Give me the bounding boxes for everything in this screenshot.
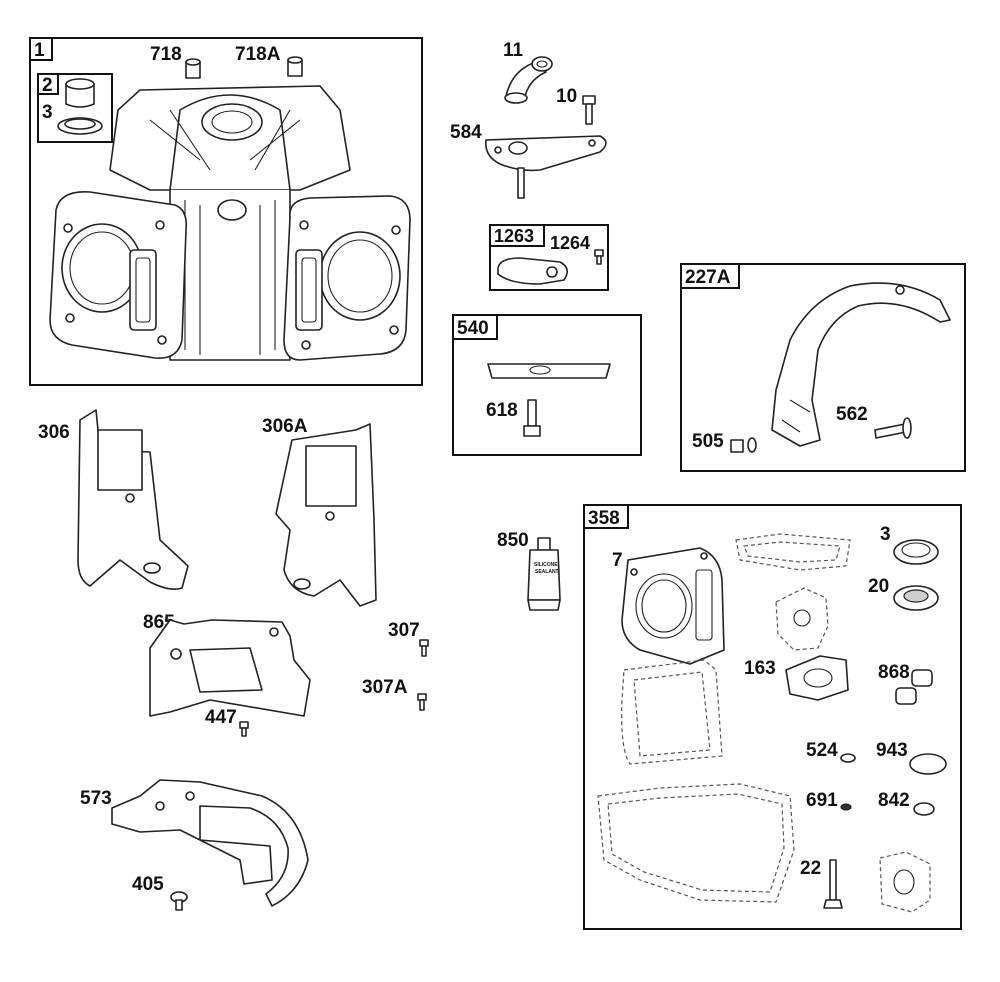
group-227a: 227A 505 562 (680, 263, 966, 472)
label-306a: 306A (262, 416, 308, 437)
screw-part-1264 (594, 249, 604, 265)
label-306: 306 (38, 422, 70, 443)
label-842: 842 (878, 790, 910, 811)
label-1264: 1264 (550, 233, 590, 253)
ring-part-943 (909, 753, 947, 775)
label-307: 307 (388, 620, 420, 641)
intake-gasket-outline (775, 587, 829, 651)
nut-part-505 (730, 437, 757, 453)
label-11: 11 (503, 40, 524, 61)
bolt-part-562 (874, 417, 912, 439)
label-20: 20 (868, 576, 889, 597)
gasket-part-540 (487, 363, 611, 379)
dowel-pin-718 (185, 58, 201, 79)
seal-part-3 (893, 539, 939, 565)
label-868: 868 (878, 662, 910, 683)
bolt-part-22 (823, 859, 843, 909)
tag-227a: 227A (685, 267, 731, 288)
tube-text-line2: SEALANT (535, 569, 559, 575)
cylinder-block-part (49, 85, 411, 361)
head-gasket-part-7 (621, 547, 725, 665)
label-718: 718 (150, 44, 182, 65)
label-7: 7 (612, 550, 623, 571)
screw-part-447 (239, 721, 249, 737)
shroud-part-306a (275, 423, 377, 607)
label-3-top: 3 (42, 102, 53, 123)
ring-part-691 (840, 803, 852, 811)
tag-358: 358 (588, 508, 620, 529)
tag-1: 1 (34, 40, 45, 61)
label-573: 573 (80, 788, 112, 809)
label-718a: 718A (235, 44, 281, 65)
guard-part-573 (111, 779, 309, 907)
tag-540: 540 (457, 318, 489, 339)
label-2: 2 (42, 75, 53, 96)
seal-part-20 (893, 585, 939, 611)
label-307a: 307A (362, 677, 408, 698)
screw-part-307a (417, 693, 427, 711)
label-943: 943 (876, 740, 908, 761)
label-3-set: 3 (880, 524, 891, 545)
plate-part-1263 (497, 257, 568, 285)
group-358-gasket-set: 358 7 3 20 163 (583, 504, 962, 930)
label-562: 562 (836, 404, 868, 425)
screw-part-618 (523, 399, 541, 437)
bracket-part-584 (484, 135, 607, 199)
sump-gasket-outline (597, 783, 795, 903)
gasket-outline-part (735, 533, 851, 571)
shroud-part-306 (77, 409, 189, 590)
seal-part-868 (895, 669, 933, 705)
label-584: 584 (450, 122, 482, 143)
label-163: 163 (744, 658, 776, 679)
label-618: 618 (486, 400, 518, 421)
sealant-tube-part-850: SILICONE SEALANT (527, 537, 561, 611)
screw-part-10 (582, 95, 596, 125)
label-447: 447 (205, 707, 237, 728)
ring-part-842 (913, 802, 935, 816)
dowel-pin-718a (287, 56, 303, 77)
baffle-part-865 (149, 619, 311, 717)
label-405: 405 (132, 874, 164, 895)
label-850: 850 (497, 530, 529, 551)
gasket-part-163 (785, 655, 849, 701)
bracket-part-227a (771, 282, 951, 447)
screw-part-405 (170, 891, 188, 911)
cover-gasket-part (879, 851, 931, 913)
ring-part-524 (840, 753, 856, 763)
tag-1263: 1263 (494, 226, 534, 246)
tube-text-line1: SILICONE (534, 562, 558, 568)
label-505: 505 (692, 431, 724, 452)
group-1-cylinder: 1 2 3 718 718A (29, 37, 423, 386)
group-1263: 1263 1264 (489, 224, 609, 291)
bushing-part (65, 78, 95, 108)
elbow-part-11 (504, 56, 553, 104)
label-691: 691 (806, 790, 838, 811)
valve-cover-gasket-outline (621, 659, 723, 765)
group-540: 540 618 (452, 314, 642, 456)
screw-part-307 (419, 639, 429, 657)
seal-part (57, 117, 103, 135)
label-524: 524 (806, 740, 838, 761)
label-22: 22 (800, 858, 821, 879)
label-10: 10 (556, 86, 577, 107)
